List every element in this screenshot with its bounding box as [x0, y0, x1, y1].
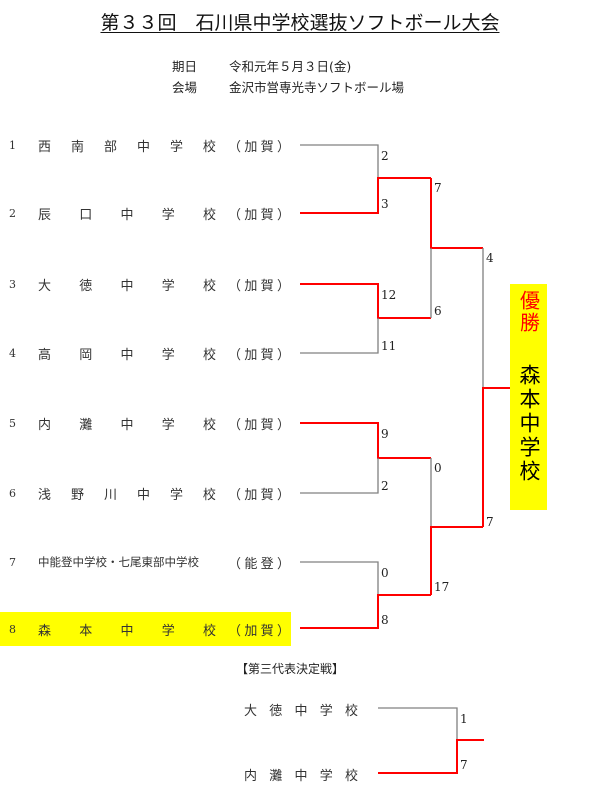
team-region: （加賀）	[228, 278, 290, 294]
team-row-6: 6 浅野川中学校 （加賀）	[0, 476, 291, 510]
team-name: 辰口中学校	[38, 207, 216, 223]
score-r1-team4: 11	[381, 339, 397, 353]
venue-value: 金沢市営専光寺ソフトボール場	[229, 80, 405, 95]
score-r1-team7: 0	[381, 566, 389, 580]
champion-name: 森本中学校	[517, 364, 541, 484]
team-row-7: 7 中能登中学校・七尾東部中学校 （能登）	[0, 545, 291, 579]
team-name: 大徳中学校	[38, 278, 216, 294]
score-r1-team5: 9	[381, 427, 389, 441]
score-r1-team6: 2	[381, 479, 389, 493]
champion-label: 優勝	[516, 290, 541, 334]
seed-number: 5	[9, 416, 16, 430]
team-region: （加賀）	[228, 139, 290, 155]
page-title: 第３３回 石川県中学校選抜ソフトボール大会	[100, 12, 500, 34]
team-region: （加賀）	[228, 347, 290, 363]
venue-label: 会場	[172, 80, 198, 95]
seed-number: 1	[9, 138, 16, 152]
team-name: 高岡中学校	[38, 347, 216, 363]
score-r2-bottom-lower: 17	[434, 580, 450, 594]
team-region: （能登）	[228, 556, 290, 572]
score-r2-bottom-upper: 0	[434, 461, 442, 475]
third-place-score-2: 7	[460, 758, 468, 772]
team-region: （加賀）	[228, 207, 290, 223]
team-name: 西南部中学校	[38, 139, 216, 155]
seed-number: 8	[9, 622, 16, 636]
third-place-score-1: 1	[460, 712, 468, 726]
team-row-8-champion: 8 森本中学校 （加賀）	[0, 612, 291, 646]
date-label: 期日	[172, 59, 198, 74]
team-name: 森本中学校	[38, 623, 216, 639]
team-name: 浅野川中学校	[38, 487, 216, 503]
team-region: （加賀）	[228, 417, 290, 433]
seed-number: 6	[9, 486, 16, 500]
team-name: 中能登中学校・七尾東部中学校	[38, 555, 199, 569]
seed-number: 3	[9, 277, 16, 291]
third-place-team-2: 内灘中学校	[244, 769, 358, 784]
team-region: （加賀）	[228, 487, 290, 503]
score-r2-top-lower: 6	[434, 304, 442, 318]
seed-number: 2	[9, 206, 16, 220]
third-place-heading: 【第三代表決定戦】	[236, 662, 345, 676]
seed-number: 7	[9, 555, 16, 569]
champion-box: 優勝 森本中学校	[510, 284, 547, 510]
team-row-1: 1 西南部中学校 （加賀）	[0, 128, 291, 162]
team-row-5: 5 内灘中学校 （加賀）	[0, 406, 291, 440]
score-r1-team1: 2	[381, 149, 389, 163]
third-place-team-1: 大徳中学校	[244, 704, 358, 719]
team-name: 内灘中学校	[38, 417, 216, 433]
score-r2-top-upper: 7	[434, 181, 442, 195]
score-r1-team3: 12	[381, 288, 397, 302]
team-row-2: 2 辰口中学校 （加賀）	[0, 196, 291, 230]
score-final-lower: 7	[486, 515, 494, 529]
score-r1-team2: 3	[381, 197, 389, 211]
score-r1-team8: 8	[381, 613, 389, 627]
seed-number: 4	[9, 346, 16, 360]
date-value: 令和元年５月３日(金)	[229, 59, 352, 74]
team-region: （加賀）	[228, 623, 290, 639]
team-row-3: 3 大徳中学校 （加賀）	[0, 267, 291, 301]
score-final-upper: 4	[486, 251, 494, 265]
team-row-4: 4 高岡中学校 （加賀）	[0, 336, 291, 370]
